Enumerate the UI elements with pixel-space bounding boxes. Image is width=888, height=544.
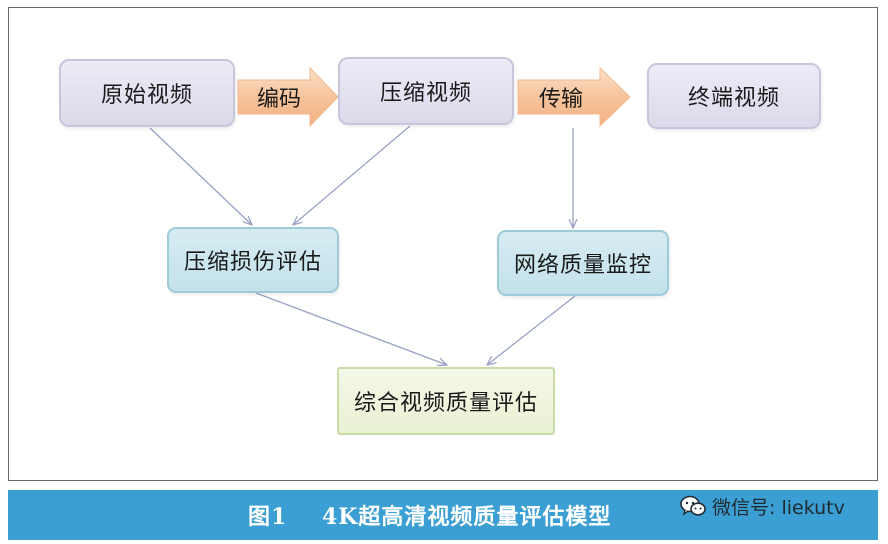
overall-quality-eval-node: 综合视频质量评估 <box>337 367 555 435</box>
encode-label: 编码 <box>256 87 301 112</box>
wechat-watermark: 微信号: liekutv <box>680 491 845 521</box>
transmit-arrow <box>517 66 631 128</box>
connector-compressed-to-damage <box>293 125 411 225</box>
connector-raw-to-damage <box>149 127 252 225</box>
figure-caption: 图1 4K超高清视频质量评估模型 <box>248 504 612 530</box>
connector-network-to-overall <box>487 295 576 365</box>
encode-arrow <box>237 66 339 128</box>
caption-bar: 图1 4K超高清视频质量评估模型 <box>8 490 878 540</box>
transmit-label: 传输 <box>538 87 583 112</box>
network-quality-monitor-node: 网络质量监控 <box>497 230 669 296</box>
connector-damage-to-overall <box>255 292 447 365</box>
compression-damage-eval-node: 压缩损伤评估 <box>167 227 339 293</box>
watermark-text: 微信号: liekutv <box>712 496 845 519</box>
terminal-video-node: 终端视频 <box>647 63 821 129</box>
wechat-icon <box>680 495 706 516</box>
compressed-video-node: 压缩视频 <box>338 57 514 125</box>
raw-video-node: 原始视频 <box>59 59 235 127</box>
